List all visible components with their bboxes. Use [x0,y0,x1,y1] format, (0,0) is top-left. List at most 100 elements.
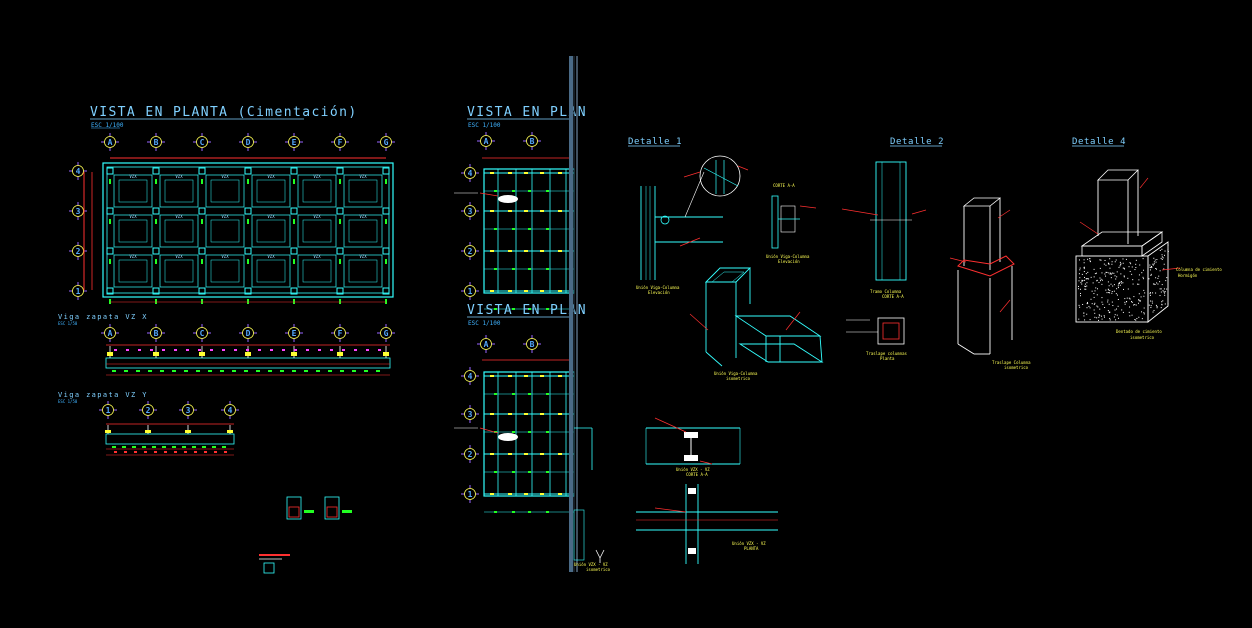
axis-col-B-label: B [154,138,159,147]
beam-y-title: Viga zapata VZ Y [58,391,148,399]
beam-y-col-2-label: 2 [146,406,151,415]
beam-x-col-G-label: G [384,329,389,338]
beam-x-title: Viga zapata VZ X [58,313,148,321]
plan-1: VISTA EN PLANTA (Cimentación) ESC 1/100 … [69,105,395,304]
dado-sub: isometrico [1130,335,1155,340]
axis-col-E-label: E [292,138,297,147]
tramo-1-sub: CORTE A-A [882,294,904,299]
detalle-2-title: Detalle 2 [890,137,944,147]
axis-col-D-label: D [246,138,251,147]
beam-x-col-D-label: D [246,329,251,338]
plan3-col-A-label: A [484,340,489,349]
plan3-row-1-label: 1 [468,490,473,499]
dado-label: Dentado de cimiento [1116,329,1162,334]
plan3-row-4: 4 [461,367,479,385]
plan-2: VISTA EN PLAN ESC 1/100 A B 4 3 2 1 [454,105,587,310]
axis-col-F: F [331,133,349,151]
plan2-row-1-label: 1 [468,287,473,296]
axis-row-4-label: 4 [76,167,81,176]
beam-y-col-2: 2 [139,401,157,419]
axis-row-1-label: 1 [76,287,81,296]
plan-2-scale: ESC 1/100 [468,122,501,129]
union-vc-1-sub: Elevación [648,290,670,295]
plan3-row-4-label: 4 [468,372,473,381]
union-vv-2-label: Unión VZX - VZ [732,541,766,546]
union-vc-1-label: Unión Viga-Columna [636,285,680,290]
plan2-col-A-label: A [484,137,489,146]
plan2-row-3-label: 3 [468,207,473,216]
cell-label: VZX [175,174,183,179]
plan3-row-1: 1 [461,485,479,503]
union-vc-2-label: Unión Viga-Columna [766,254,810,259]
beam-vz-x: Viga zapata VZ X ESC 1/50 A B C D E F G [58,313,395,376]
beam-x-col-A-label: A [108,329,113,338]
beam-x-col-E-label: E [292,329,297,338]
axis-col-E: E [285,133,303,151]
plan2-col-B: B [523,132,541,150]
axis-row-2-label: 2 [76,247,81,256]
beam-y-col-4: 4 [221,401,239,419]
plan2-row-4: 4 [461,164,479,182]
beam-y-col-1: 1 [99,401,117,419]
plan-1-scale: ESC 1/100 [91,122,124,129]
beam-y-col-4-label: 4 [228,406,233,415]
union-vv-3-label: Unión VZX - VZ [574,562,608,567]
cell-label: VZX [129,174,137,179]
axis-col-C-label: C [200,138,205,147]
plan-2-title: VISTA EN PLAN [467,105,587,120]
beam-y-col-1-label: 1 [106,406,111,415]
beam-y-scale: ESC 1/50 [58,399,78,404]
beam-x-col-B-label: B [154,329,159,338]
axis-col-G: G [377,133,395,151]
small-footing-details [259,496,352,574]
plan3-row-3: 3 [461,405,479,423]
plan3-row-3-label: 3 [468,410,473,419]
beam-x-col-B: B [147,324,165,342]
cell-label: VZX [129,254,137,259]
beam-x-col-C-label: C [200,329,205,338]
dado-col-sub: Hormigón [1178,273,1198,278]
beam-x-col-F-label: F [338,329,343,338]
axis-col-B: B [147,133,165,151]
cell-label: VZX [313,174,321,179]
beam-x-scale: ESC 1/50 [58,321,78,326]
viewport-divider: Unión VZX - VZ isometrico [569,56,611,572]
plan2-row-4-label: 4 [468,169,473,178]
tramo-1-label: Tramo Columna [870,289,902,294]
detalle-1-title: Detalle 1 [628,137,682,147]
plan3-row-2-label: 2 [468,450,473,459]
plan2-row-1: 1 [461,282,479,300]
cell-label: VZX [267,254,275,259]
beam-y-col-3: 3 [179,401,197,419]
detalle-2: Detalle 2 Tramo Columna CORTE A-A Trasla… [841,137,1031,370]
plan3-row-2: 2 [461,445,479,463]
union-vc-2-sub: Elevación [778,259,800,264]
union-vzx-vz: Unión VZX - VZ CORTE A-A Unión VZX - VZ … [636,417,778,564]
beam-vz-y: Viga zapata VZ Y ESC 1/50 1 2 3 4 [58,391,239,456]
union-vc-3-label: Unión Viga-Columna [714,371,758,376]
cell-label: VZX [221,254,229,259]
union-vv-1-label: Unión VZX - VZ [676,467,710,472]
tramo-3-sub: isometrico [1004,365,1029,370]
plan2-col-A: A [477,132,495,150]
axis-col-C: C [193,133,211,151]
axis-col-A: A [101,133,119,151]
plan-3-title: VISTA EN PLAN [467,303,587,318]
plan2-row-3: 3 [461,202,479,220]
union-vv-3-sub: isometrico [586,567,611,572]
detalle-1: Detalle 1 Unión Viga-Columna Elevación C… [628,137,824,381]
corte-label: CORTE A-A [773,183,795,188]
axis-col-G-label: G [384,138,389,147]
plan3-col-B-label: B [530,340,535,349]
axis-row-1: 1 [69,282,87,300]
cell-label: VZX [359,214,367,219]
dado-col-label: Columna de cimiento [1176,267,1222,272]
cell-label: VZX [129,214,137,219]
plan2-row-2-label: 2 [468,247,473,256]
beam-x-col-E: E [285,324,303,342]
beam-x-col-A: A [101,324,119,342]
cell-label: VZX [221,174,229,179]
axis-col-A-label: A [108,138,113,147]
axis-col-D: D [239,133,257,151]
